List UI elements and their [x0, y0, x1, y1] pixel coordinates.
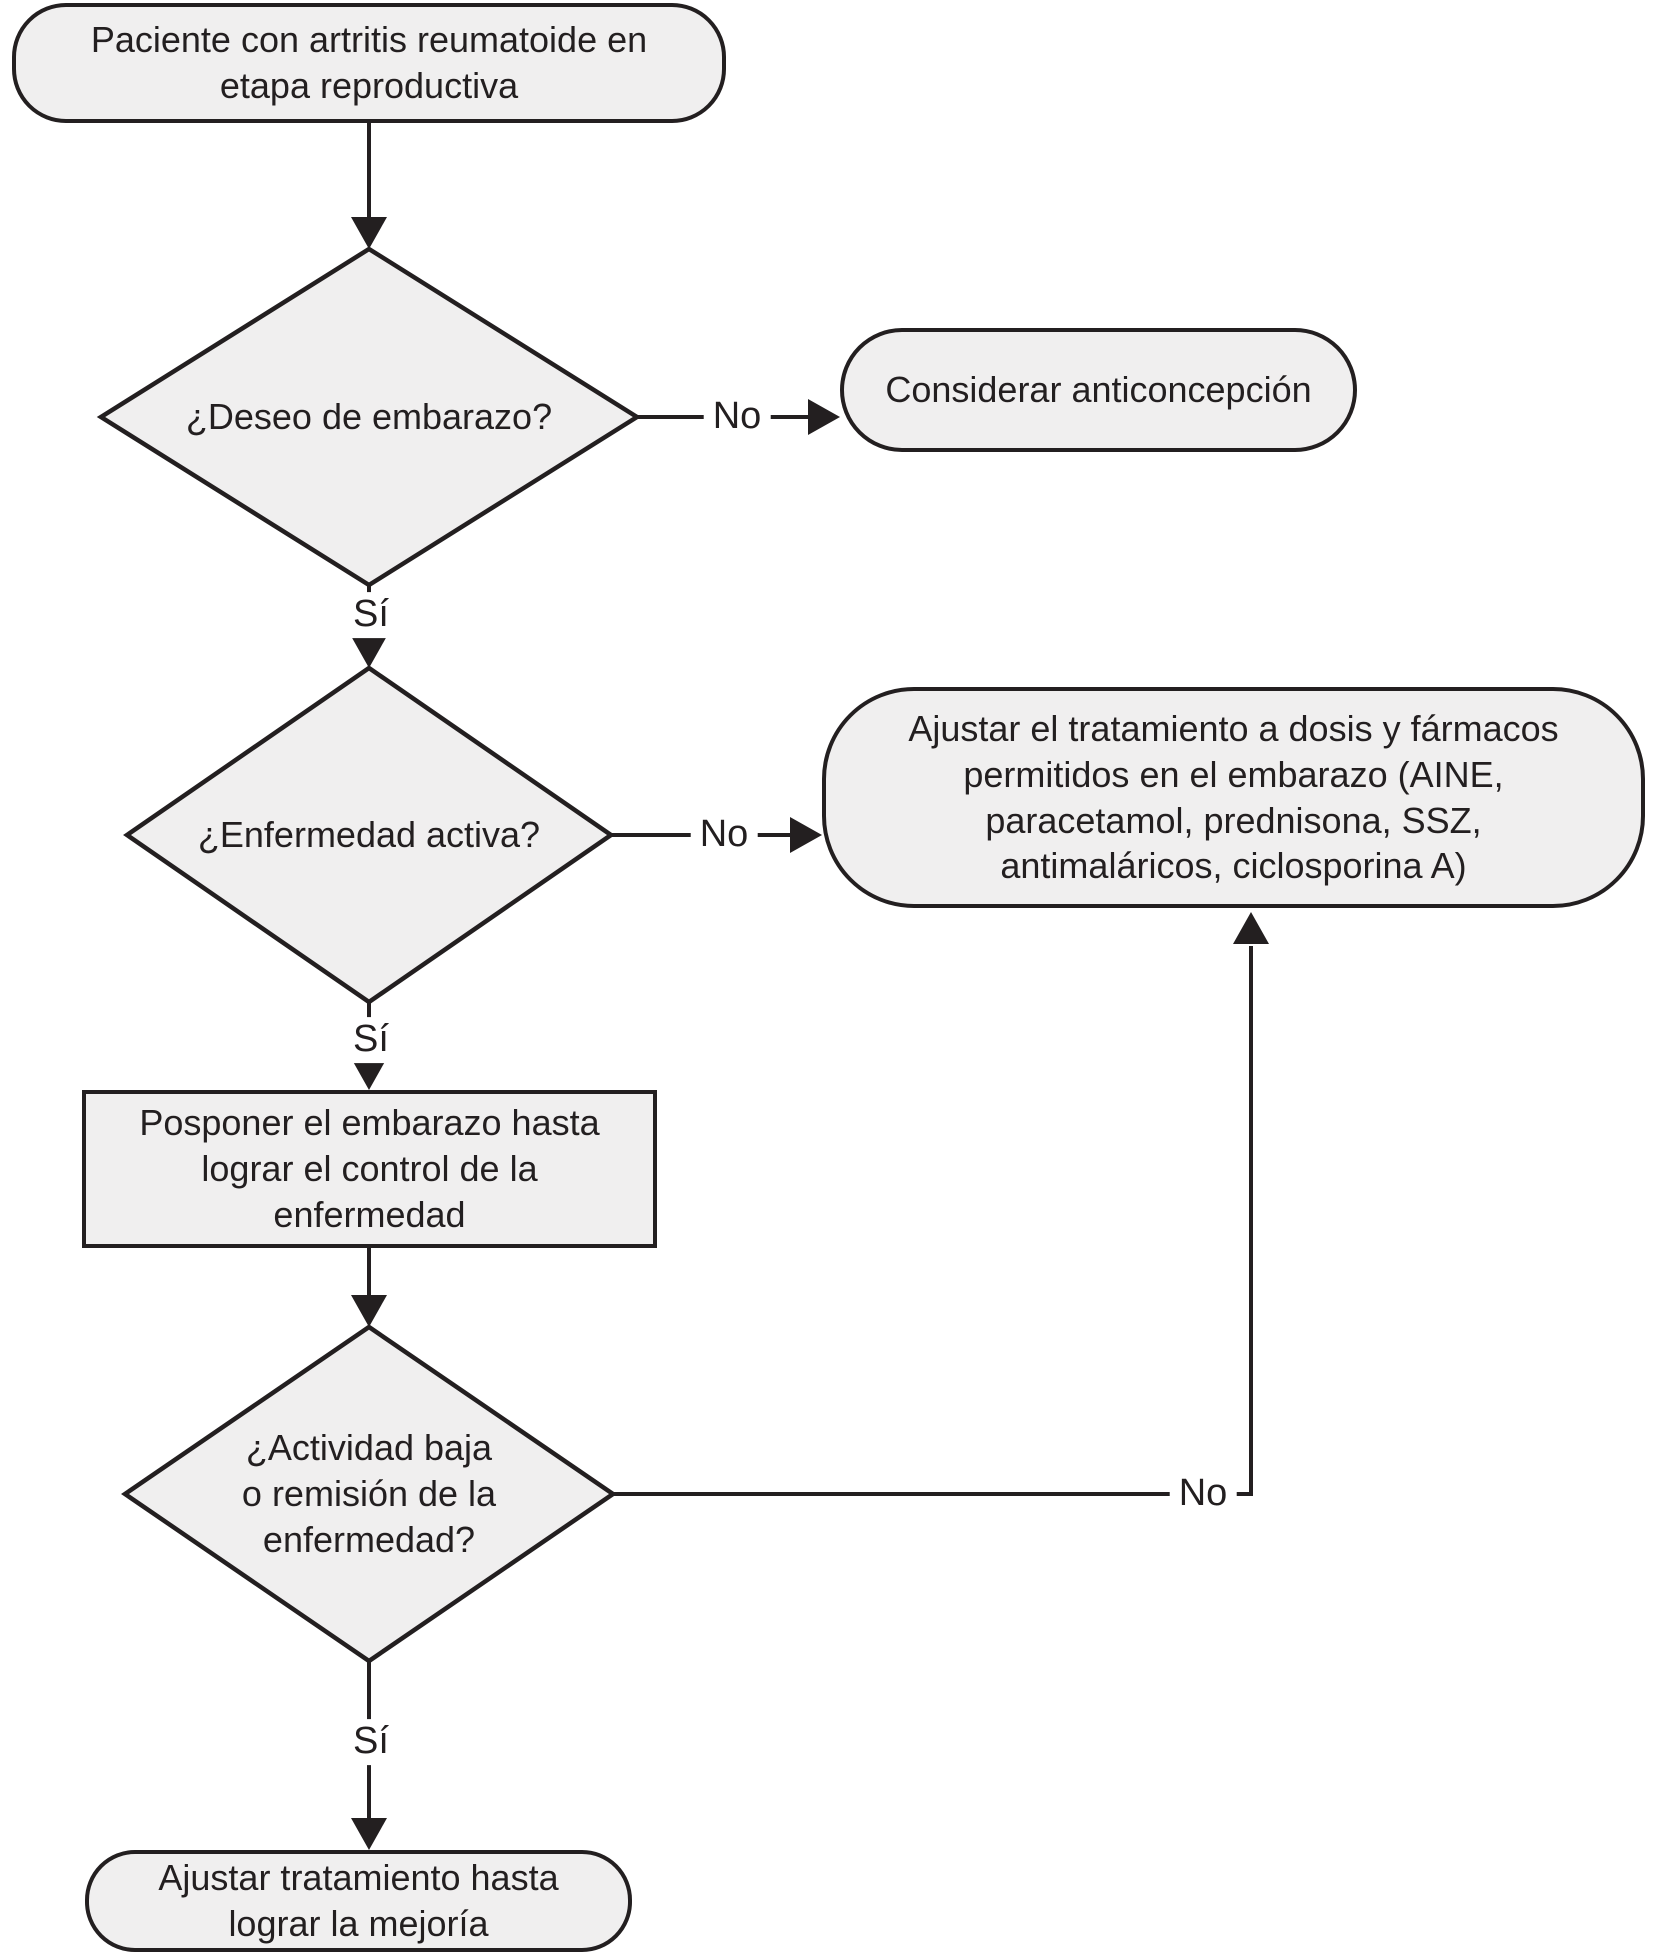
text-line: Considerar anticoncepción	[885, 369, 1312, 411]
decision-pregnancy-wish-label: ¿Deseo de embarazo?	[119, 387, 619, 447]
text-line: Ajustar tratamiento hasta	[158, 1857, 559, 1899]
start-node: Paciente con artritis reumatoide en etap…	[12, 3, 726, 123]
text-line: Paciente con artritis reumatoide en	[90, 19, 648, 61]
text-line: enfermedad?	[262, 1518, 476, 1560]
text-line: o remisión de la	[241, 1473, 497, 1515]
adjust-until-improvement-node: Ajustar tratamiento hasta lograr la mejo…	[85, 1850, 632, 1952]
text-line: Ajustar el tratamiento a dosis y fármaco…	[908, 708, 1559, 750]
edge-label-yes-postpone: Sí	[344, 1017, 398, 1063]
text-line: lograr la mejoría	[228, 1903, 489, 1944]
edge-label-no-contraception: No	[703, 394, 771, 440]
arrowhead-into-adjust-treatment	[790, 817, 822, 853]
decision-low-activity-label: ¿Actividad baja o remisión de la enferme…	[149, 1420, 589, 1568]
arrowhead-into-decision1	[351, 217, 387, 249]
arrowhead-into-decision3	[351, 1295, 387, 1327]
text-line: antimaláricos, ciclosporina A)	[1000, 845, 1467, 887]
edge-label-yes-active-disease: Sí	[344, 592, 398, 638]
text-line: ¿Enfermedad activa?	[197, 814, 541, 856]
edge-label-no-return-adjust: No	[1169, 1471, 1237, 1517]
text-line: ¿Actividad baja	[245, 1427, 493, 1469]
text-line: lograr el control de la	[201, 1148, 538, 1190]
arrowhead-into-postpone	[351, 1058, 387, 1090]
text-line: paracetamol, prednisona, SSZ,	[985, 799, 1482, 841]
decision-active-disease-label: ¿Enfermedad activa?	[119, 805, 619, 865]
edge-label-no-adjust-treatment: No	[690, 812, 758, 858]
text-line: Posponer el embarazo hasta	[139, 1102, 600, 1144]
text-line: etapa reproductiva	[219, 65, 519, 106]
wire-decision3-no	[613, 946, 1253, 1496]
edge-label-yes-improvement: Sí	[344, 1719, 398, 1765]
arrowhead-into-consider-contraception	[808, 399, 840, 435]
text-line: enfermedad	[273, 1193, 466, 1235]
postpone-pregnancy-node: Posponer el embarazo hasta lograr el con…	[82, 1090, 657, 1248]
consider-contraception-node: Considerar anticoncepción	[840, 328, 1357, 452]
arrowhead-into-decision2	[351, 636, 387, 668]
adjust-treatment-pregnancy-node: Ajustar el tratamiento a dosis y fármaco…	[822, 687, 1645, 908]
arrowhead-into-final	[351, 1818, 387, 1850]
arrowhead-into-adjust-treatment-bottom	[1233, 912, 1269, 944]
text-line: permitidos en el embarazo (AINE,	[963, 753, 1504, 795]
text-line: ¿Deseo de embarazo?	[185, 396, 553, 438]
